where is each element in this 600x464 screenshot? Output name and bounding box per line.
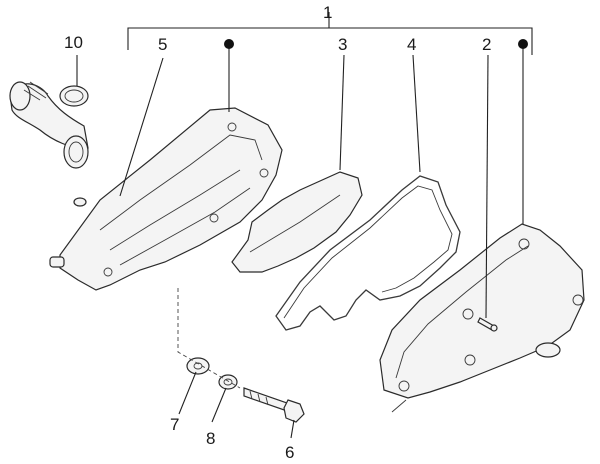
callout-3: 3 [338, 35, 347, 54]
part-airbox-cover [379, 223, 585, 413]
callout-4: 4 [407, 35, 416, 54]
part-bolt [243, 387, 305, 423]
part-intake-hose [9, 81, 89, 169]
callout-2: 2 [482, 35, 491, 54]
bullet-marker-housing [224, 39, 234, 49]
part-gasket [275, 175, 461, 331]
callout-10: 10 [64, 33, 83, 52]
part-filter-element [231, 171, 363, 273]
callout-8: 8 [206, 429, 215, 448]
bullet-marker-cover [518, 39, 528, 49]
part-screw [477, 317, 498, 332]
callout-6: 6 [285, 443, 294, 462]
leader-lines [76, 48, 524, 439]
group-bracket [127, 12, 533, 55]
part-washer-large [186, 357, 210, 375]
callout-7: 7 [170, 415, 179, 434]
part-hose-clamp [59, 85, 89, 107]
part-airbox-housing [49, 107, 283, 291]
part-washer-small [218, 374, 238, 390]
callout-1: 1 [323, 3, 332, 22]
assembly-dashed-line [177, 288, 241, 389]
callout-5: 5 [158, 35, 167, 54]
